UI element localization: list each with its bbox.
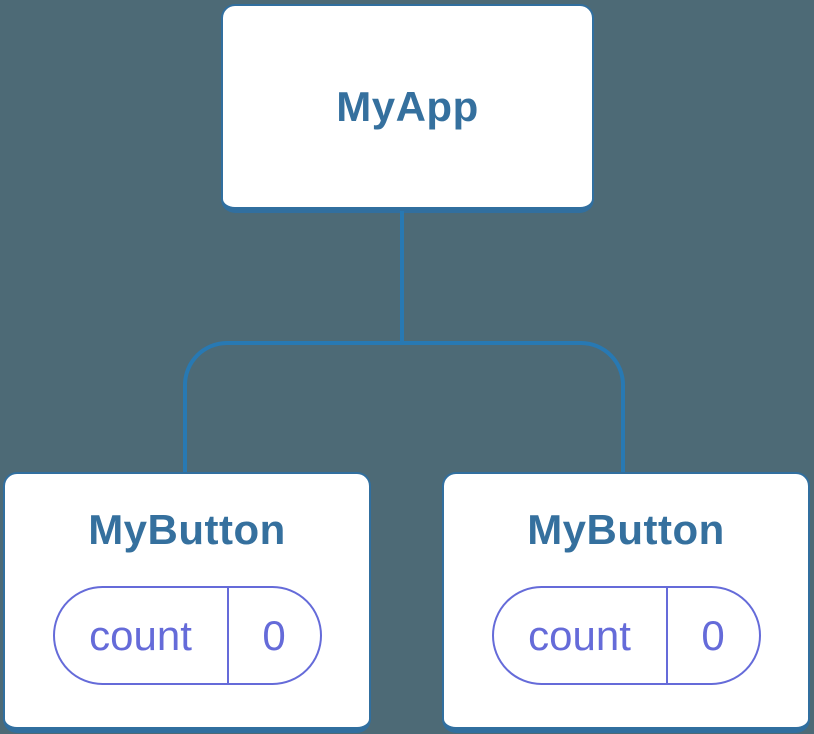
root-component-card: MyApp [221, 4, 594, 213]
state-value-left: 0 [262, 611, 286, 659]
child-component-card-right: MyButton count 0 [442, 472, 810, 733]
child-component-card-left: MyButton count 0 [3, 472, 371, 733]
connector-bracket [183, 341, 625, 472]
state-pill-right: count 0 [491, 586, 761, 685]
root-component-label: MyApp [336, 82, 479, 130]
state-key-right: count [494, 588, 668, 683]
state-pill-left: count 0 [52, 586, 322, 685]
state-key-left: count [55, 588, 229, 683]
child-component-label-left: MyButton [88, 506, 286, 553]
state-value-right: 0 [701, 611, 725, 659]
child-component-label-right: MyButton [527, 506, 725, 553]
connector-stem [400, 211, 404, 343]
